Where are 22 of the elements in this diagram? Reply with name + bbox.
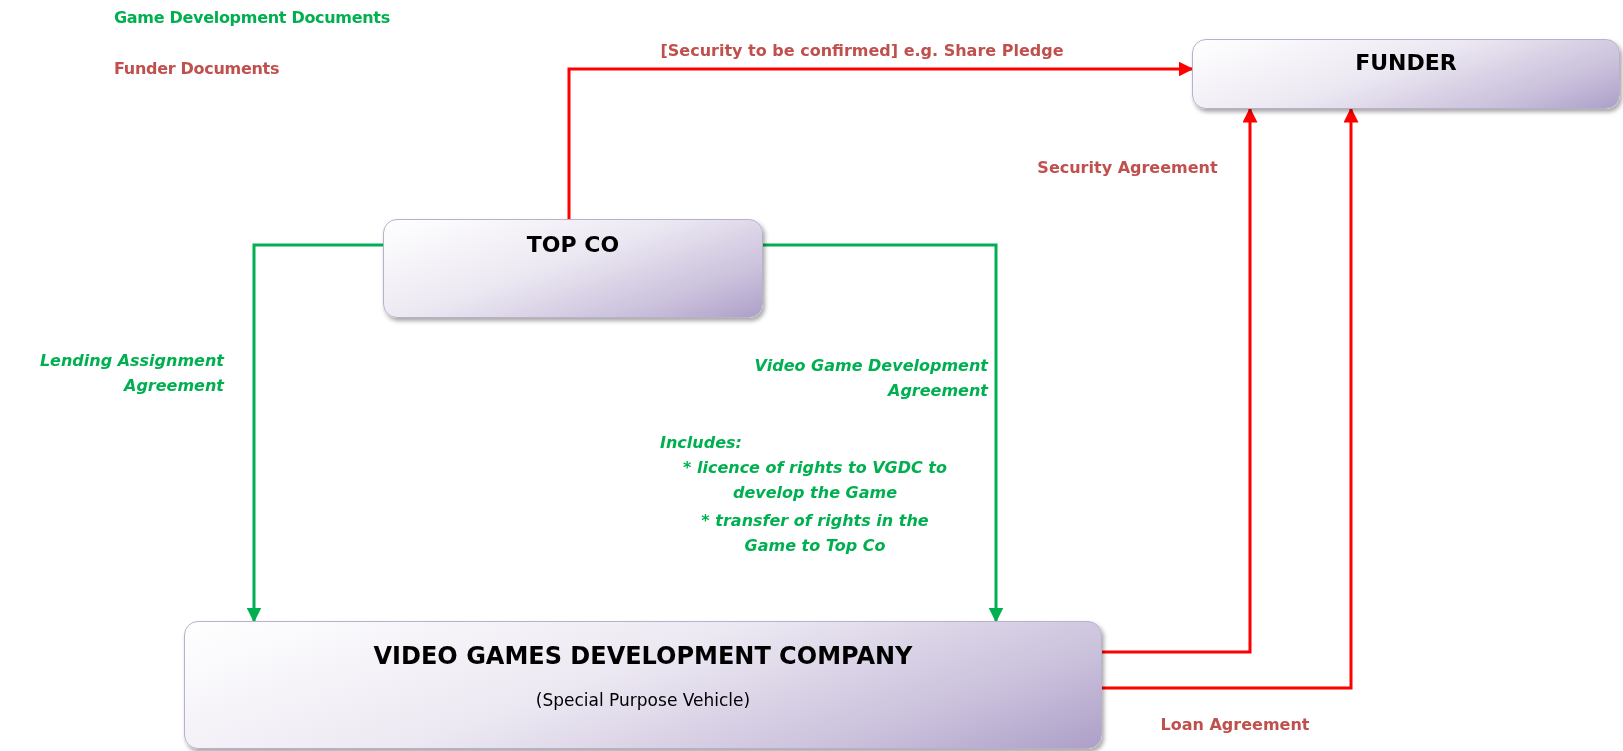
note-text: * transfer of rights in the Game to Top Co: [700, 510, 930, 557]
legend-entry: Game Development Documents: [114, 8, 390, 27]
entity-name: FUNDER: [1355, 50, 1457, 75]
entity-name: VIDEO GAMES DEVELOPMENT COMPANY: [373, 642, 913, 670]
legend-entry: Funder Documents: [114, 59, 280, 78]
entity-name: TOP CO: [526, 232, 620, 257]
entity-subtitle: (Special Purpose Vehicle): [535, 690, 751, 710]
edge-label: Security Agreement: [1036, 157, 1219, 179]
connector-arrow: [1102, 107, 1359, 690]
entity-box: [383, 219, 763, 318]
entity-box: [184, 621, 1102, 749]
edge-label: Video Game Development Agreement: [753, 355, 988, 402]
edge-label: Loan Agreement: [1159, 714, 1311, 736]
connector-arrow: [246, 243, 383, 623]
note-text: * licence of rights to VGDC to develop the Game: [682, 457, 948, 504]
edge-label: Lending Assignment Agreement: [38, 350, 224, 397]
connector-arrow: [567, 61, 1194, 219]
connector-arrow: [763, 243, 1004, 623]
entity-box: [1192, 39, 1620, 109]
edge-label: [Security to be confirmed] e.g. Share Pledge: [659, 40, 1065, 62]
note-text: Includes:: [660, 432, 743, 454]
connector-arrow: [1102, 107, 1258, 654]
